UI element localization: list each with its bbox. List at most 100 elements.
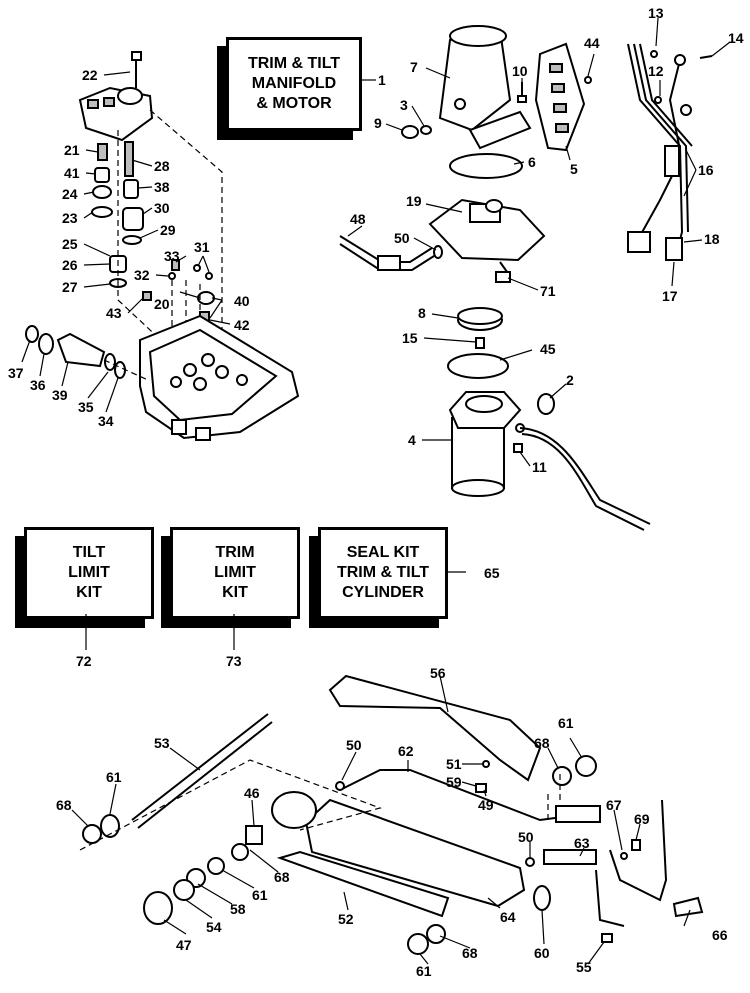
callout-68-left: 68 xyxy=(56,797,72,813)
callout-68-bottom: 68 xyxy=(462,945,478,961)
callout-13: 13 xyxy=(648,5,664,21)
callout-2: 2 xyxy=(566,372,574,388)
callout-66: 66 xyxy=(712,927,728,943)
callout-7: 7 xyxy=(410,59,418,75)
callout-labels: 1 2 3 4 5 6 7 8 9 10 11 12 13 14 15 16 1… xyxy=(8,5,744,979)
callout-46: 46 xyxy=(244,785,260,801)
callout-53: 53 xyxy=(154,735,170,751)
callout-61-bottom: 61 xyxy=(416,963,432,979)
callout-24: 24 xyxy=(62,186,78,202)
callout-26: 26 xyxy=(62,257,78,273)
callout-54: 54 xyxy=(206,919,222,935)
callout-64: 64 xyxy=(500,909,516,925)
callout-37: 37 xyxy=(8,365,24,381)
callout-41: 41 xyxy=(64,165,80,181)
callout-10: 10 xyxy=(512,63,528,79)
callout-58: 58 xyxy=(230,901,246,917)
callout-32: 32 xyxy=(134,267,150,283)
callout-50-lower: 50 xyxy=(518,829,534,845)
cylinder-body-part xyxy=(271,769,601,918)
callout-44: 44 xyxy=(584,35,600,51)
callout-20: 20 xyxy=(154,296,170,312)
callout-1: 1 xyxy=(378,72,386,88)
callout-33: 33 xyxy=(164,248,180,264)
cylinder-small-parts xyxy=(82,755,641,955)
callout-27: 27 xyxy=(62,279,78,295)
ground-wires-part xyxy=(595,799,704,927)
callout-61-left: 61 xyxy=(106,769,122,785)
callout-25: 25 xyxy=(62,236,78,252)
callout-4: 4 xyxy=(408,432,416,448)
kit-box-seal-kit: SEAL KIT TRIM & TILT CYLINDER xyxy=(318,527,448,619)
callout-21: 21 xyxy=(64,142,80,158)
callout-15: 15 xyxy=(402,330,418,346)
callout-50-upper: 50 xyxy=(394,230,410,246)
manifold-cap-part xyxy=(78,51,154,142)
callout-23: 23 xyxy=(62,210,78,226)
callout-49: 49 xyxy=(478,797,494,813)
callout-28: 28 xyxy=(154,158,170,174)
callout-16: 16 xyxy=(698,162,714,178)
callout-59: 59 xyxy=(446,774,462,790)
callout-36: 36 xyxy=(30,377,46,393)
callout-71: 71 xyxy=(540,283,556,299)
callout-19: 19 xyxy=(406,193,422,209)
motor-part xyxy=(448,391,651,531)
callout-61-mid: 61 xyxy=(252,887,268,903)
callout-62: 62 xyxy=(398,743,414,759)
pump-body-part xyxy=(428,198,546,283)
leader-lines xyxy=(21,17,731,965)
callout-34: 34 xyxy=(98,413,114,429)
callout-68-mid: 68 xyxy=(274,869,290,885)
callout-55: 55 xyxy=(576,959,592,975)
callout-43: 43 xyxy=(106,305,122,321)
callout-12: 12 xyxy=(648,63,664,79)
callout-48: 48 xyxy=(350,211,366,227)
clamp-seal-parts xyxy=(447,307,509,379)
callout-38: 38 xyxy=(154,179,170,195)
callout-11: 11 xyxy=(532,459,547,475)
callout-60: 60 xyxy=(534,945,550,961)
hose-48-part xyxy=(339,235,443,271)
callout-35: 35 xyxy=(78,399,94,415)
callout-52: 52 xyxy=(338,911,354,927)
callout-68-right: 68 xyxy=(534,735,550,751)
fitting-39-part xyxy=(25,325,149,381)
callout-65: 65 xyxy=(484,565,500,581)
callout-6: 6 xyxy=(528,154,536,170)
callout-50-cylinder: 50 xyxy=(346,737,362,753)
callout-14: 14 xyxy=(728,30,744,46)
callout-67: 67 xyxy=(606,797,622,813)
callout-47: 47 xyxy=(176,937,192,953)
callout-9: 9 xyxy=(374,115,382,131)
callout-73: 73 xyxy=(226,653,242,669)
callout-18: 18 xyxy=(704,231,720,247)
callout-8: 8 xyxy=(418,305,426,321)
callout-3: 3 xyxy=(400,97,408,113)
manifold-small-parts xyxy=(91,141,215,327)
callout-51: 51 xyxy=(446,756,462,772)
kit-box-tilt-limit: TILT LIMIT KIT xyxy=(24,527,154,619)
wire-harness-part xyxy=(627,43,713,261)
callout-39: 39 xyxy=(52,387,68,403)
callout-61-right: 61 xyxy=(558,715,574,731)
callout-40: 40 xyxy=(234,293,250,309)
shaft-53-part xyxy=(131,713,273,829)
callout-5: 5 xyxy=(570,161,578,177)
kit-box-trim-limit: TRIM LIMIT KIT xyxy=(170,527,300,619)
cylinder-upper-bracket xyxy=(328,674,542,782)
callout-30: 30 xyxy=(154,200,170,216)
callout-22: 22 xyxy=(82,67,98,83)
callout-45: 45 xyxy=(540,341,556,357)
callout-63: 63 xyxy=(574,835,590,851)
kit-box-manifold-motor: TRIM & TILT MANIFOLD & MOTOR xyxy=(226,37,362,131)
terminal-block-part xyxy=(534,42,592,152)
callout-56: 56 xyxy=(430,665,446,681)
manifold-base-part xyxy=(139,314,300,441)
callout-29: 29 xyxy=(160,222,176,238)
callout-31: 31 xyxy=(194,239,210,255)
cylinder-alignment-lines xyxy=(79,759,561,851)
callout-69: 69 xyxy=(634,811,650,827)
motor-cover-part xyxy=(401,25,532,179)
